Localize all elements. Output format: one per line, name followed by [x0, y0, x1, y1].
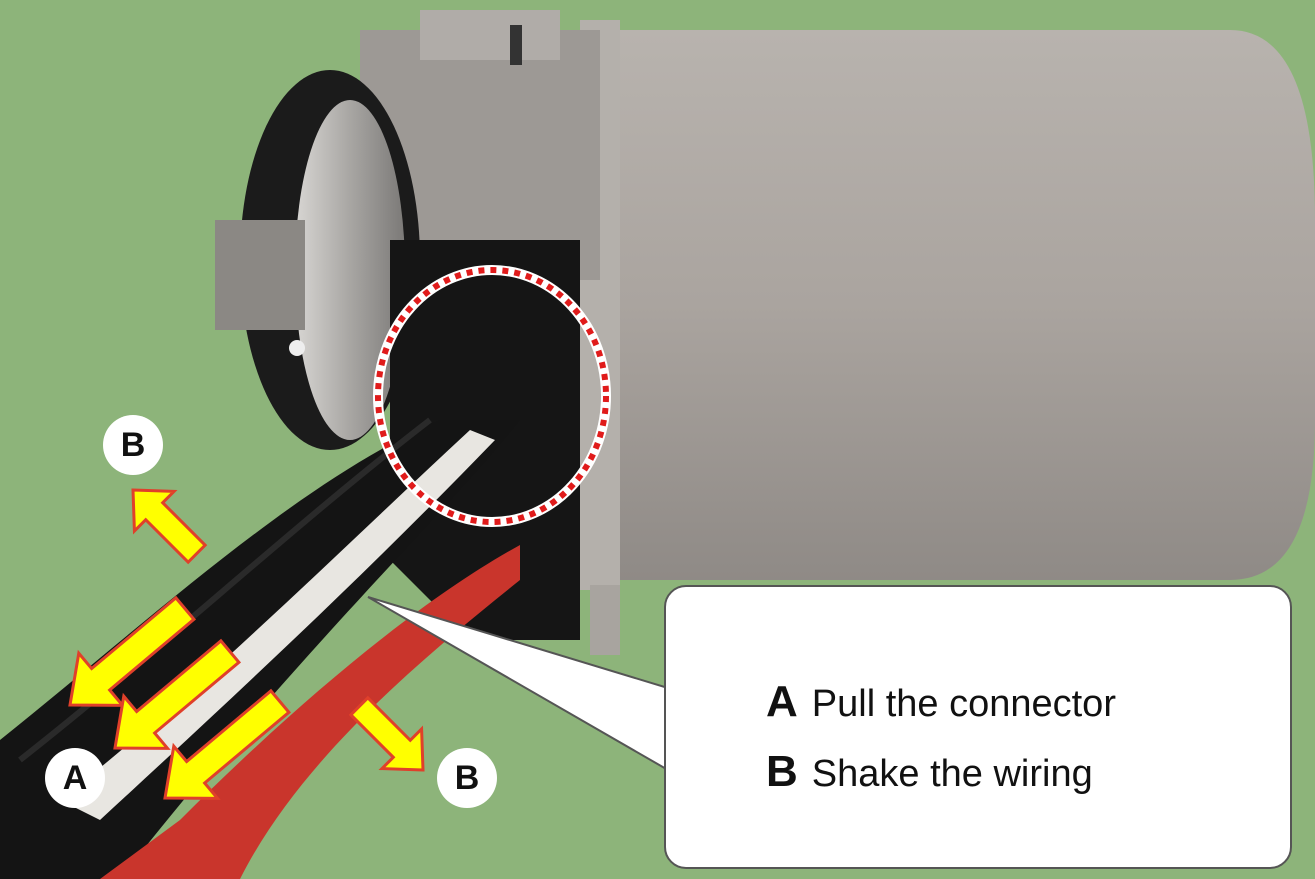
callout-label-b-top: B — [103, 415, 163, 475]
motor-flange — [215, 10, 600, 450]
legend-letter-a: A — [766, 677, 798, 726]
callout-label-a: A — [45, 748, 105, 808]
legend-row-b: B Shake the wiring — [766, 747, 1093, 797]
legend-text-b: Shake the wiring — [811, 753, 1093, 795]
motor-body — [580, 20, 1315, 590]
shake-arrow-up — [131, 488, 208, 565]
legend-letter-b: B — [766, 747, 798, 796]
callout-label-b-bottom: B — [437, 748, 497, 808]
legend-row-a: A Pull the connector — [766, 677, 1116, 727]
shake-arrows — [131, 488, 425, 772]
shake-arrow-down — [348, 695, 425, 772]
legend-text-a: Pull the connector — [811, 683, 1116, 725]
pull-arrow-3 — [163, 688, 292, 800]
pull-arrow-2 — [113, 638, 242, 750]
pull-arrow-1 — [68, 595, 197, 707]
mount-bolt — [590, 585, 620, 655]
legend-box: A Pull the connector B Shake the wiring — [664, 585, 1292, 869]
pull-arrows — [68, 595, 292, 800]
